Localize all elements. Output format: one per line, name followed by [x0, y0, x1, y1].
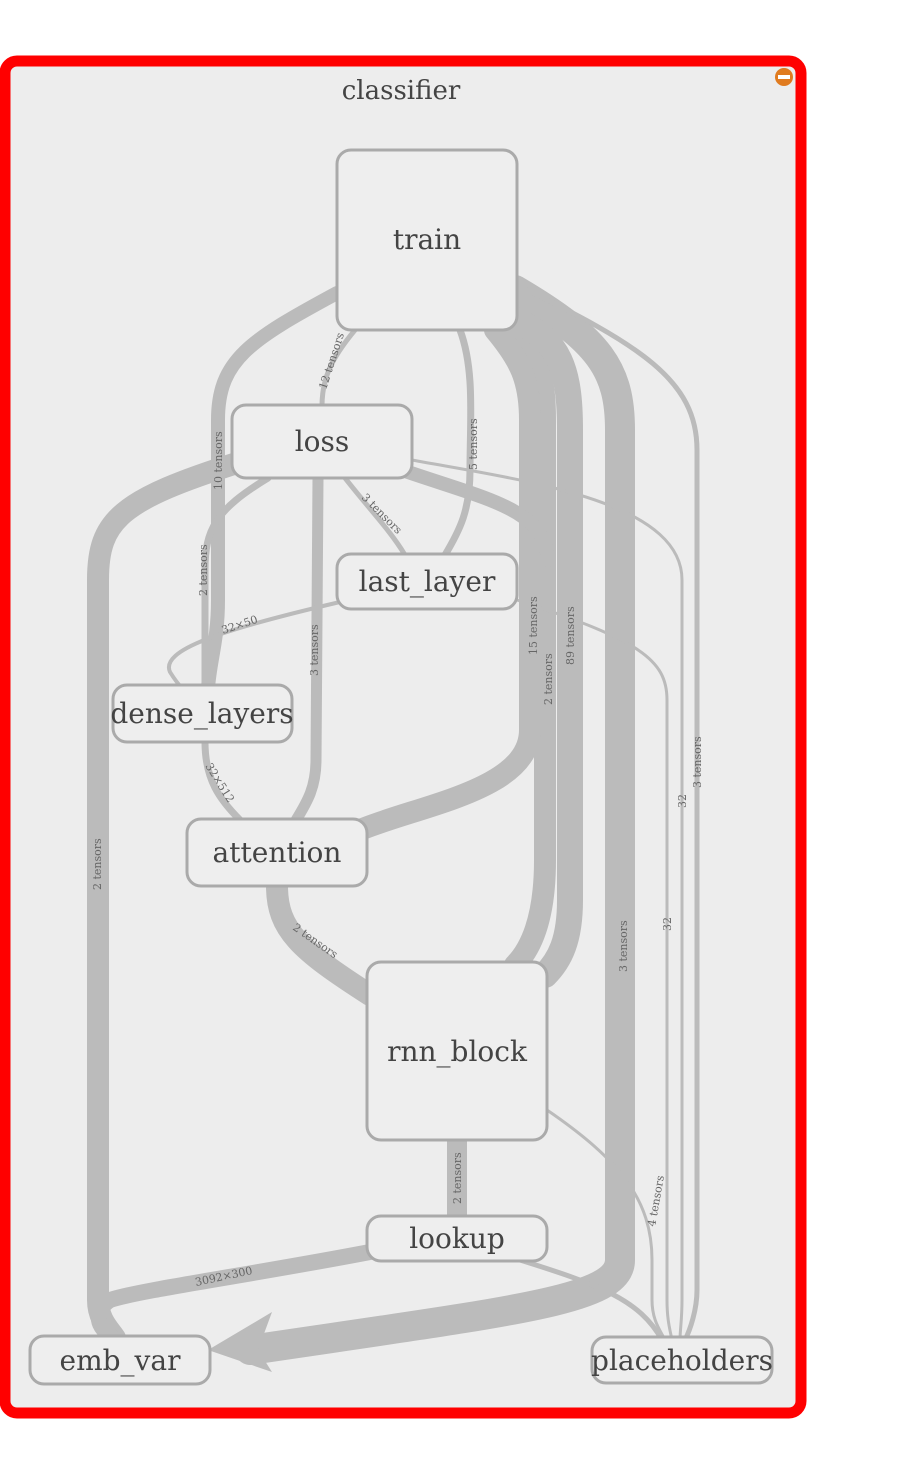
classifier-group-box[interactable]	[0, 55, 807, 1419]
node-attention[interactable]: attention	[185, 817, 369, 888]
node-label-train: train	[393, 223, 461, 256]
edge-dense-layers-attention[interactable]	[201, 738, 244, 824]
edge-label-train-placeholders: 3 tensors	[691, 736, 704, 788]
node-lookup[interactable]: lookup	[365, 1214, 549, 1263]
edge-label-train-dense-layers: 10 tensors	[212, 431, 225, 490]
edge-label-last-layer-placeholders: 32	[661, 917, 674, 931]
node-label-emb-var: emb_var	[60, 1344, 182, 1377]
edge-train-emb-var[interactable]	[235, 275, 635, 1365]
edge-label-loss-attention: 3 tensors	[308, 624, 321, 676]
edge-label-train-rnn-block-a: 2 tensors	[542, 653, 555, 705]
edge-last-layer-dense-layers[interactable]	[166, 600, 342, 690]
edges	[87, 275, 700, 1372]
node-label-loss: loss	[295, 425, 350, 458]
node-label-rnn-block: rnn_block	[387, 1035, 528, 1068]
node-dense-layers[interactable]: dense_layers	[110, 683, 294, 744]
node-label-placeholders: placeholders	[591, 1344, 773, 1377]
node-train[interactable]: train	[335, 148, 519, 332]
edge-loss-dense-layers[interactable]	[201, 474, 272, 692]
edge-train-loss[interactable]	[319, 327, 358, 409]
edge-label-loss-emb-var: 2 tensors	[91, 838, 104, 890]
edge-train-rnn-block-b[interactable]	[502, 307, 583, 988]
edge-label-train-emb-var: 3 tensors	[617, 920, 630, 972]
edge-loss-rnn-block[interactable]	[401, 465, 555, 567]
node-label-dense-layers: dense_layers	[110, 697, 293, 730]
minus-circle-icon[interactable]	[775, 68, 793, 86]
node-emb-var[interactable]: emb_var	[28, 1334, 212, 1386]
edge-lookup-emb-var[interactable]	[90, 1244, 378, 1343]
edge-train-dense-layers[interactable]	[201, 286, 344, 695]
edge-loss-placeholders[interactable]	[410, 458, 684, 1342]
arrowhead	[208, 1312, 272, 1372]
edge-train-attention[interactable]	[349, 319, 541, 841]
edge-attention-rnn-block[interactable]	[266, 875, 381, 1006]
edge-loss-last-layer[interactable]	[342, 475, 408, 558]
edge-rnn-block-placeholders[interactable]	[545, 1108, 667, 1342]
edge-label-train-attention: 15 tensors	[527, 596, 540, 655]
edge-train-placeholders[interactable]	[514, 282, 700, 1343]
edge-loss-attention[interactable]	[289, 472, 324, 828]
node-label-lookup: lookup	[409, 1222, 505, 1255]
edge-label-loss-placeholders: 32	[676, 794, 689, 808]
node-placeholders[interactable]: placeholders	[590, 1335, 774, 1385]
edge-label-train-last-layer: 5 tensors	[467, 418, 480, 470]
edge-label-train-rnn-block-b: 89 tensors	[564, 606, 577, 665]
node-loss[interactable]: loss	[230, 403, 414, 480]
edge-label-rnn-block-lookup: 2 tensors	[451, 1152, 464, 1204]
edge-last-layer-placeholders[interactable]	[515, 598, 674, 1342]
node-last-layer[interactable]: last_layer	[335, 552, 519, 611]
edge-train-rnn-block-a[interactable]	[494, 309, 556, 976]
edge-lookup-placeholders[interactable]	[517, 1257, 665, 1343]
node-label-last-layer: last_layer	[359, 565, 496, 598]
node-rnn-block[interactable]: rnn_block	[365, 960, 549, 1142]
edge-label-loss-dense-layers: 2 tensors	[197, 544, 210, 596]
group-title: classifier	[342, 76, 461, 106]
node-label-attention: attention	[213, 836, 342, 869]
